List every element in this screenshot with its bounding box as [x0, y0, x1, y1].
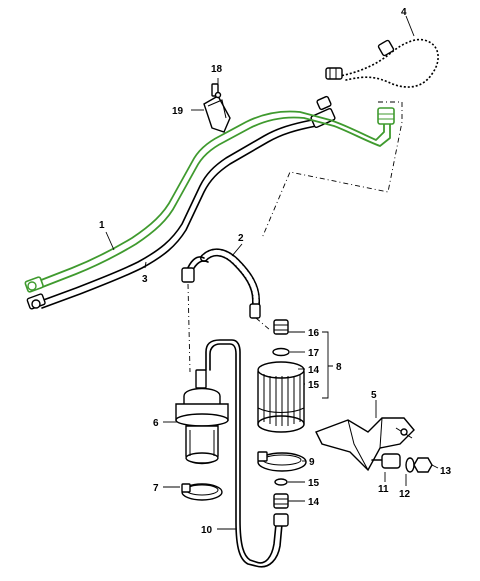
callout-17: 17	[308, 348, 320, 359]
hose-clamp-part-9[interactable]	[257, 451, 307, 472]
hose-clamp-part-7[interactable]	[163, 483, 223, 501]
washer-part-12[interactable]	[405, 457, 415, 486]
callout-4: 4	[401, 7, 407, 18]
callout-10: 10	[201, 525, 213, 536]
sleeve-part-11[interactable]	[371, 453, 401, 482]
callout-1: 1	[99, 220, 105, 231]
leader-part-3	[144, 261, 147, 269]
callout-14-top: 14	[308, 365, 320, 376]
callout-2: 2	[238, 233, 244, 244]
callout-12: 12	[399, 489, 411, 500]
callout-11: 11	[378, 484, 389, 495]
rubber-hose-part-2[interactable]	[181, 248, 261, 319]
leader-part-2	[231, 243, 243, 257]
clamp-screw-part-18[interactable]	[214, 78, 222, 99]
callout-15-top: 15	[308, 380, 320, 391]
fuel-hose-part-10[interactable]	[205, 339, 283, 568]
assembly-guide-line-hose	[255, 317, 271, 331]
callout-3: 3	[142, 274, 148, 285]
fuel-line-part-3[interactable]	[26, 95, 336, 310]
leader-part-4	[405, 15, 415, 37]
nut-part-13[interactable]	[413, 457, 439, 473]
banjo-bolt-part-14-bottom[interactable]	[273, 493, 305, 527]
callout-5: 5	[371, 390, 377, 401]
callout-16: 16	[308, 328, 320, 339]
assembly-guide-line-filter	[187, 283, 191, 373]
callout-6: 6	[153, 418, 159, 429]
callout-8: 8	[336, 362, 342, 373]
fuel-pump-part-6[interactable]	[163, 369, 229, 465]
assembly-guide-line-top	[261, 101, 403, 239]
callout-18: 18	[211, 64, 223, 75]
callout-14-bottom: 14	[308, 497, 320, 508]
callout-19: 19	[172, 106, 184, 117]
leader-part-1	[105, 231, 115, 251]
fuel-filter-part-8[interactable]	[257, 361, 305, 433]
seal-ring-part-15-bottom[interactable]	[274, 478, 305, 486]
banjo-bolt-part-16[interactable]	[273, 319, 305, 335]
callout-15-bottom: 15	[308, 478, 320, 489]
line-clamp-part-19[interactable]	[191, 83, 231, 133]
braided-hose-part-4[interactable]	[325, 37, 440, 89]
callout-7: 7	[153, 483, 159, 494]
fuel-line-part-1[interactable]	[24, 107, 395, 293]
seal-ring-part-17[interactable]	[272, 347, 305, 357]
mounting-bracket-part-5[interactable]	[315, 400, 415, 472]
callout-13: 13	[440, 466, 452, 477]
callout-9: 9	[309, 457, 315, 468]
bracket-part-8	[322, 331, 333, 399]
